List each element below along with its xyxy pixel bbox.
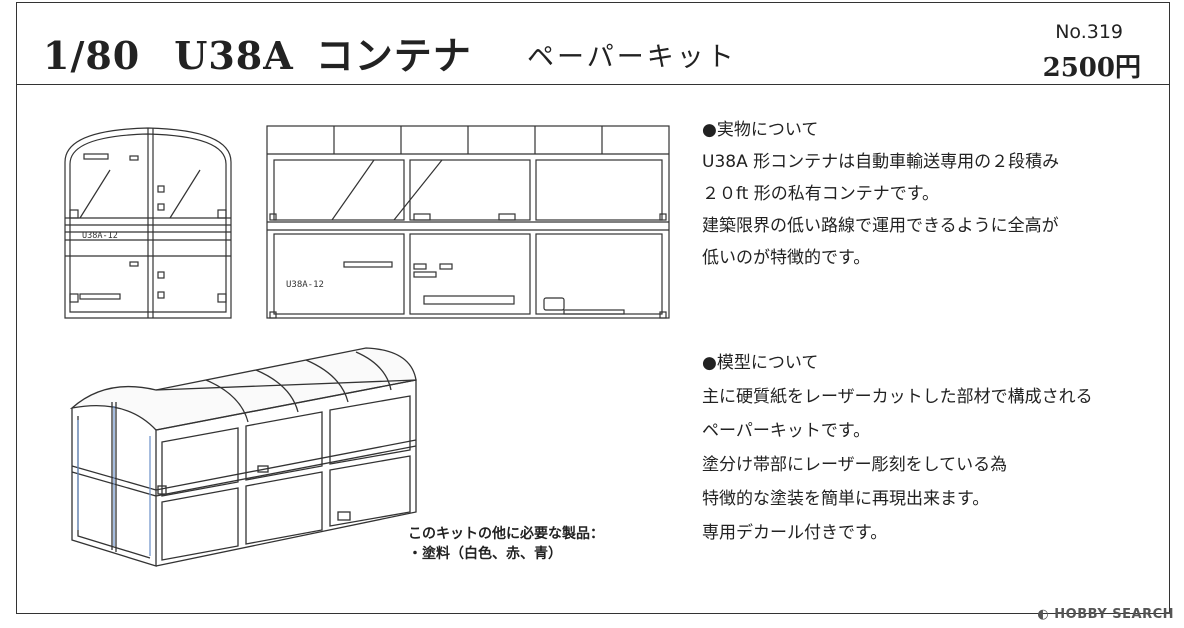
- model-section-heading: ●模型について: [702, 353, 819, 373]
- product-sheet: 1/80 U38A コンテナ ペーパーキット No.319 2500円: [16, 2, 1170, 614]
- model-section-line: 塗分け帯部にレーザー彫刻をしている為: [702, 455, 1008, 475]
- watermark-text: HOBBY SEARCH: [1054, 607, 1174, 622]
- end-view-label: U38A-12: [82, 231, 118, 241]
- product-number: No.319: [1055, 21, 1123, 43]
- hobby-search-logo-icon: ◐: [1037, 607, 1050, 622]
- side-view-label: U38A-12: [286, 280, 324, 290]
- model-section-line: 特徴的な塗装を簡単に再現出来ます。: [702, 489, 990, 509]
- real-section-line: U38A 形コンテナは自動車輸送専用の２段積み: [702, 152, 1060, 172]
- side-view-drawing: U38A-12: [266, 125, 670, 319]
- model-label: U38A: [174, 33, 294, 78]
- real-section: ●実物について U38A 形コンテナは自動車輸送専用の２段積み ２０ft 形の私…: [702, 114, 1059, 274]
- model-section-line: ペーパーキットです。: [702, 421, 871, 441]
- real-section-line: ２０ft 形の私有コンテナです。: [702, 184, 940, 204]
- model-section-line: 専用デカール付きです。: [702, 523, 888, 543]
- requirements-box: このキットの他に必要な製品： ・塗料（白色、赤、青）: [408, 524, 604, 564]
- watermark: ◐ HOBBY SEARCH: [1037, 607, 1174, 622]
- product-subtitle: ペーパーキット: [527, 42, 737, 73]
- real-section-heading: ●実物について: [702, 120, 819, 140]
- real-section-line: 建築限界の低い路線で運用できるように全高が: [702, 216, 1059, 236]
- requirements-heading: このキットの他に必要な製品：: [408, 526, 604, 542]
- requirements-item: ・塗料（白色、赤、青）: [408, 546, 562, 562]
- model-section: ●模型について 主に硬質紙をレーザーカットした部材で構成される ペーパーキットで…: [702, 346, 1093, 550]
- end-view-drawing: U38A-12: [64, 127, 232, 319]
- scale-label: 1/80: [43, 33, 141, 78]
- product-price: 2500円: [1042, 53, 1141, 83]
- product-title: 1/80 U38A コンテナ: [43, 25, 472, 80]
- model-section-line: 主に硬質紙をレーザーカットした部材で構成される: [702, 387, 1093, 407]
- isometric-drawing: [69, 347, 417, 567]
- real-section-line: 低いのが特徴的です。: [702, 248, 871, 268]
- product-name: コンテナ: [315, 33, 472, 78]
- header-bar: 1/80 U38A コンテナ ペーパーキット No.319 2500円: [17, 3, 1169, 85]
